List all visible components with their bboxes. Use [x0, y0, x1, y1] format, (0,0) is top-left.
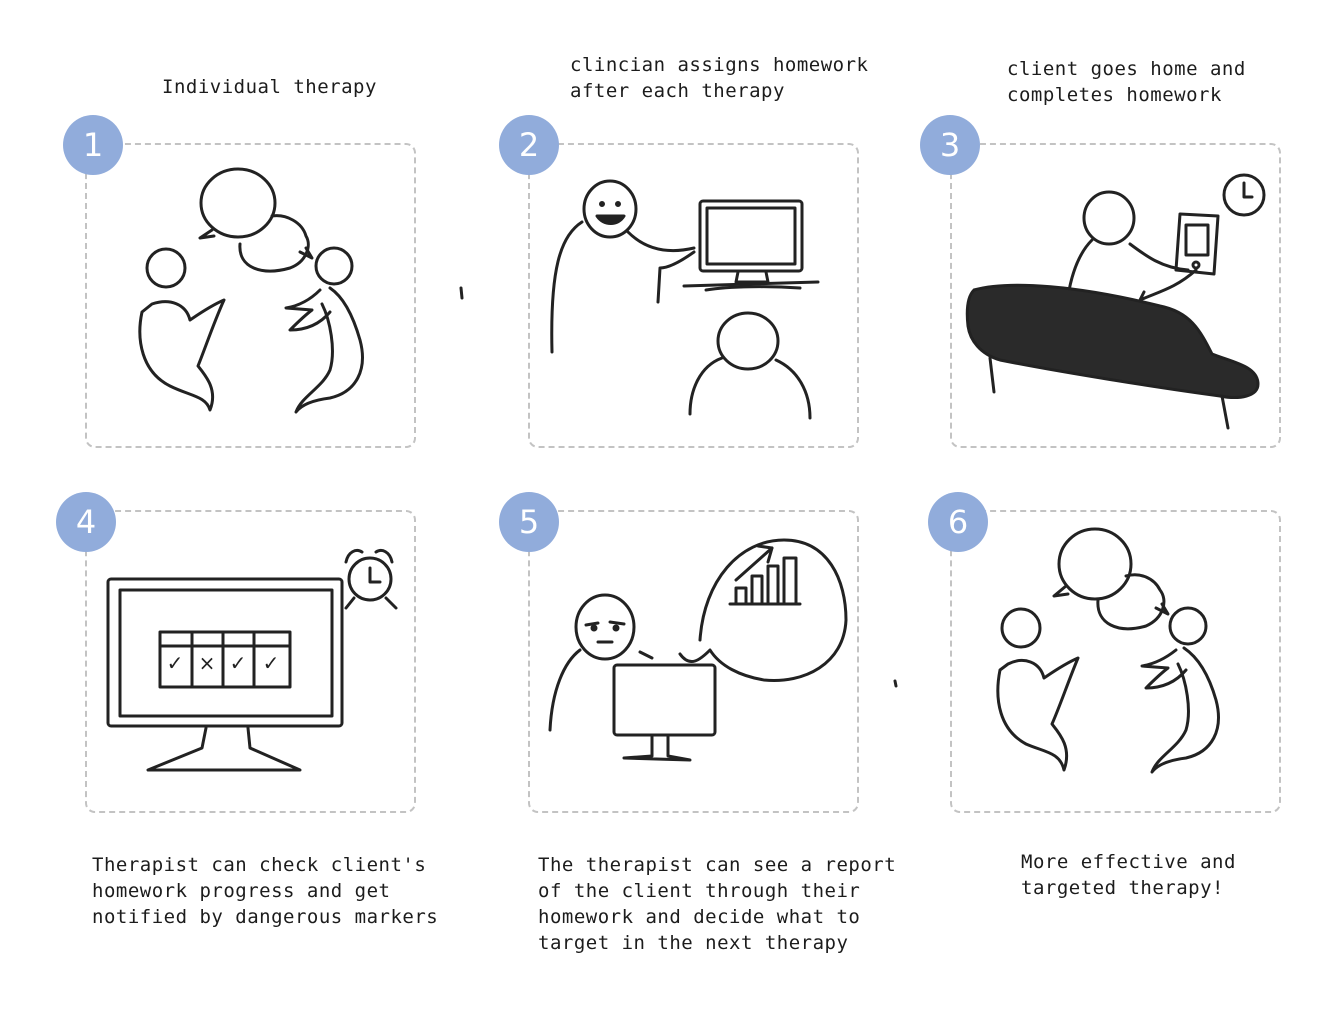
step-badge-5: 5 — [499, 492, 559, 552]
caption-4: Therapist can check client's homework pr… — [92, 854, 439, 928]
panel-6 — [950, 510, 1281, 813]
step-badge-1: 1 — [63, 115, 123, 175]
client-right-figure — [1140, 606, 1220, 774]
check-cell-3: ✓ — [230, 651, 247, 675]
client-figure — [688, 311, 812, 420]
report-speech-bubble — [678, 538, 848, 682]
caption-3: client goes home and completes homework — [1007, 58, 1246, 106]
computer-monitor — [682, 199, 820, 292]
caption-6: More effective and targeted therapy! — [1021, 851, 1236, 899]
step-badge-4: 4 — [56, 492, 116, 552]
step-badge-6: 6 — [928, 492, 988, 552]
therapist-figure — [548, 593, 654, 732]
client-right-figure — [284, 246, 364, 414]
tablet-icon — [1174, 212, 1220, 276]
panel-3 — [950, 143, 1281, 448]
clinician-figure — [550, 179, 696, 354]
panel-4 — [85, 510, 416, 813]
homework-table — [158, 630, 292, 689]
panel-5 — [528, 510, 859, 813]
desktop-monitor — [612, 663, 717, 762]
check-cell-2: × — [199, 651, 216, 675]
check-cell-1: ✓ — [167, 651, 184, 675]
bar-chart-icon — [728, 556, 802, 606]
therapist-figure — [198, 167, 314, 273]
client-left-figure — [138, 247, 226, 412]
caption-2: clincian assigns homework after each the… — [570, 54, 869, 102]
desktop-monitor — [106, 577, 344, 772]
caption-1: Individual therapy — [162, 76, 377, 98]
therapist-figure — [1052, 527, 1170, 631]
client-left-figure — [996, 607, 1080, 772]
caption-5: The therapist can see a report of the cl… — [538, 854, 897, 954]
panel-1 — [85, 143, 416, 448]
panel-2 — [528, 143, 859, 448]
clock-icon — [1222, 173, 1266, 217]
check-cell-4: ✓ — [263, 651, 280, 675]
step-badge-2: 2 — [499, 115, 559, 175]
sofa-icon — [965, 283, 1260, 430]
alarm-clock-icon — [344, 548, 398, 610]
step-badge-3: 3 — [920, 115, 980, 175]
